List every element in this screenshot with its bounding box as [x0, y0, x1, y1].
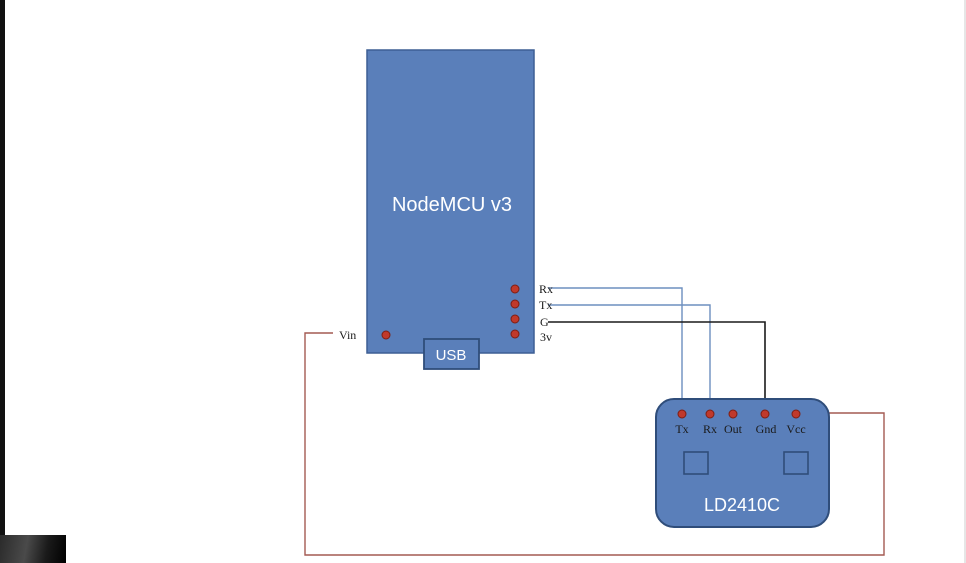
left-edge-bar: [0, 0, 5, 563]
pin-3v-nodemcu: [510, 329, 520, 339]
nodemcu-title: NodeMCU v3: [392, 194, 512, 216]
pin-tx-sensor: [677, 409, 687, 419]
ld2410c-title: LD2410C: [704, 495, 780, 515]
label-vcc-sensor: Vcc: [786, 422, 805, 436]
label-3v-nodemcu: 3v: [540, 330, 552, 344]
pin-out-sensor: [728, 409, 738, 419]
label-tx-sensor: Tx: [675, 422, 688, 436]
right-edge-bar: [964, 0, 966, 563]
pin-rx-nodemcu: [510, 284, 520, 294]
wire-g-to-gnd: [548, 321, 766, 410]
wire-tx-to-rx: [548, 304, 711, 407]
pin-vcc-sensor: [791, 409, 801, 419]
wire-vin-to-vcc: [304, 332, 885, 556]
label-rx-sensor: Rx: [703, 422, 717, 436]
wire-rx-to-tx: [548, 287, 683, 407]
usb-connector: [423, 338, 480, 370]
label-vin-nodemcu: Vin: [339, 328, 356, 342]
antenna-square-right: [783, 451, 809, 475]
pin-g-nodemcu: [510, 314, 520, 324]
nodemcu-board: [366, 49, 535, 354]
label-rx-nodemcu: Rx: [539, 282, 553, 296]
pin-tx-nodemcu: [510, 299, 520, 309]
pin-gnd-sensor: [760, 409, 770, 419]
label-tx-nodemcu: Tx: [539, 298, 552, 312]
label-g-nodemcu: G: [540, 315, 549, 329]
video-thumbnail-corner: [0, 535, 66, 563]
ld2410c-board: [655, 398, 830, 528]
pin-vin-nodemcu: [381, 330, 391, 340]
label-out-sensor: Out: [724, 422, 743, 436]
pin-rx-sensor: [705, 409, 715, 419]
usb-label: USB: [436, 347, 467, 364]
label-gnd-sensor: Gnd: [756, 422, 777, 436]
antenna-square-left: [683, 451, 709, 475]
